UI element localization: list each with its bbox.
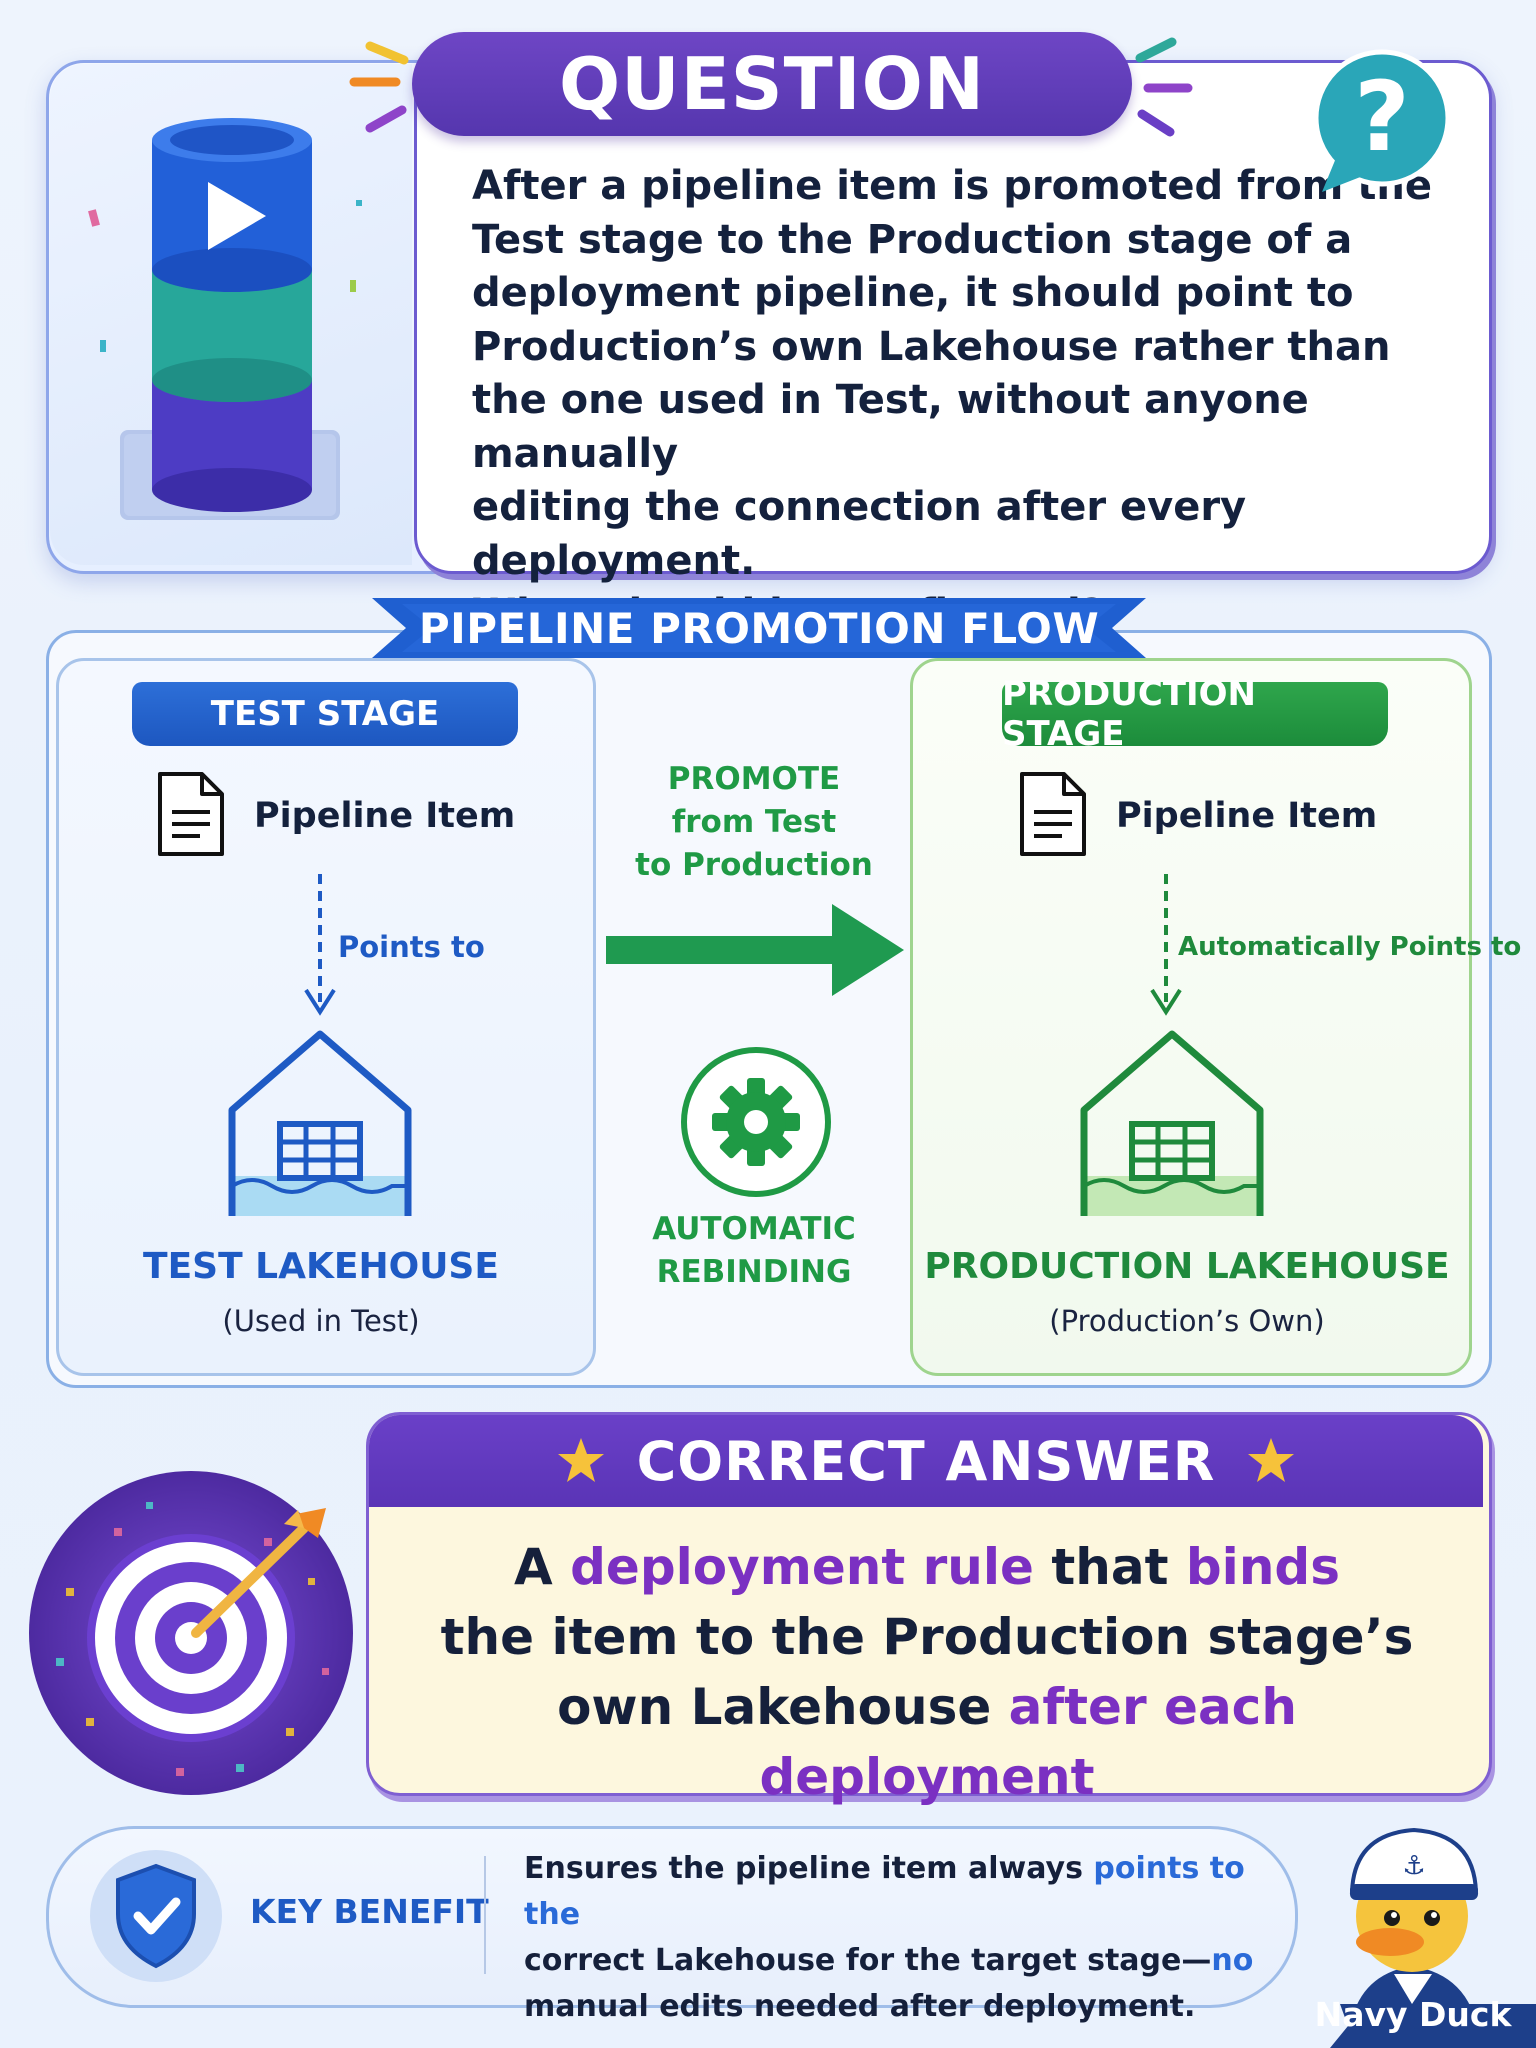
key-benefit-text: Ensures the pipeline item always points … (524, 1851, 1254, 2024)
question-line: Production’s own Lakehouse rather than (472, 323, 1391, 370)
production-lakehouse-title: PRODUCTION LAKEHOUSE (924, 1246, 1450, 1287)
document-icon (1020, 772, 1086, 856)
play-icon (208, 182, 266, 250)
production-lakehouse-icon (1080, 1030, 1264, 1216)
mascot-label: Navy Duck (1314, 1994, 1512, 2034)
flow-title-banner (372, 598, 1146, 658)
production-stage-panel (910, 658, 1472, 1376)
promote-label: PROMOTE from Test to Production (635, 761, 873, 883)
rebind-label: AUTOMATIC REBINDING (652, 1211, 856, 1290)
production-stage-tab: PRODUCTION STAGE (1002, 674, 1388, 754)
test-lakehouse-icon (228, 1030, 412, 1216)
test-points-label: Points to (338, 930, 485, 964)
star-icon (1248, 1438, 1295, 1482)
answer-line: the item to the Production stage’s (440, 1608, 1414, 1666)
navy-duck-mascot: ⚓ (1330, 1827, 1536, 2048)
test-stage-tab: TEST STAGE (132, 682, 518, 746)
star-icon (557, 1438, 604, 1482)
answer-line: own Lakehouse after each deployment (557, 1678, 1297, 1806)
answer-title: CORRECT ANSWER (636, 1429, 1216, 1493)
answer-highlight: after each deployment (759, 1678, 1297, 1806)
question-line: the one used in Test, without anyone man… (472, 377, 1309, 477)
answer-header (369, 1415, 1483, 1507)
svg-text:?: ? (1354, 61, 1410, 173)
question-line: After a pipeline item is promoted from t… (472, 163, 1432, 209)
key-benefit-label: KEY BENEFIT (250, 1892, 489, 1931)
question-title-pill: QUESTION (412, 32, 1132, 136)
divider (484, 1856, 486, 1974)
production-points-arrow (1150, 874, 1182, 1016)
answer-highlight: deployment rule (570, 1538, 1034, 1596)
sparkle-decoration (349, 37, 1193, 137)
production-pipeline-item-label: Pipeline Item (1116, 796, 1378, 836)
flow-title: PIPELINE PROMOTION FLOW (418, 603, 1100, 653)
test-points-arrow (304, 874, 336, 1016)
test-lakehouse-sub: (Used in Test) (222, 1304, 420, 1338)
question-mark-icon: ? (1313, 49, 1451, 192)
question-line: deployment pipeline, it should point to (472, 270, 1354, 316)
target-icon (29, 1471, 353, 1795)
production-points-label: Automatically Points to (1178, 932, 1522, 962)
answer-highlight: binds (1185, 1538, 1340, 1596)
shield-check-icon (90, 1850, 222, 1982)
database-stack-illustration (88, 118, 362, 520)
answer-title-row: CORRECT ANSWER (369, 1415, 1483, 1507)
test-stage-panel (56, 658, 596, 1376)
question-line: editing the connection after every deplo… (472, 484, 1247, 584)
answer-line: A deployment rule that binds (514, 1538, 1340, 1596)
svg-text:⚓: ⚓ (1402, 1851, 1425, 1881)
document-icon (158, 772, 224, 856)
answer-text: A deployment rule that binds the item to… (390, 1532, 1464, 1812)
gear-icon (681, 1047, 831, 1197)
question-text: After a pipeline item is promoted from t… (472, 160, 1452, 642)
test-pipeline-item-label: Pipeline Item (254, 796, 516, 836)
promote-arrow-icon (606, 904, 904, 996)
test-lakehouse-title: TEST LAKEHOUSE (143, 1246, 499, 1287)
key-benefit-card (46, 1826, 1298, 2008)
question-line: Test stage to the Production stage of a (472, 216, 1353, 263)
production-lakehouse-sub: (Production’s Own) (1049, 1304, 1325, 1338)
